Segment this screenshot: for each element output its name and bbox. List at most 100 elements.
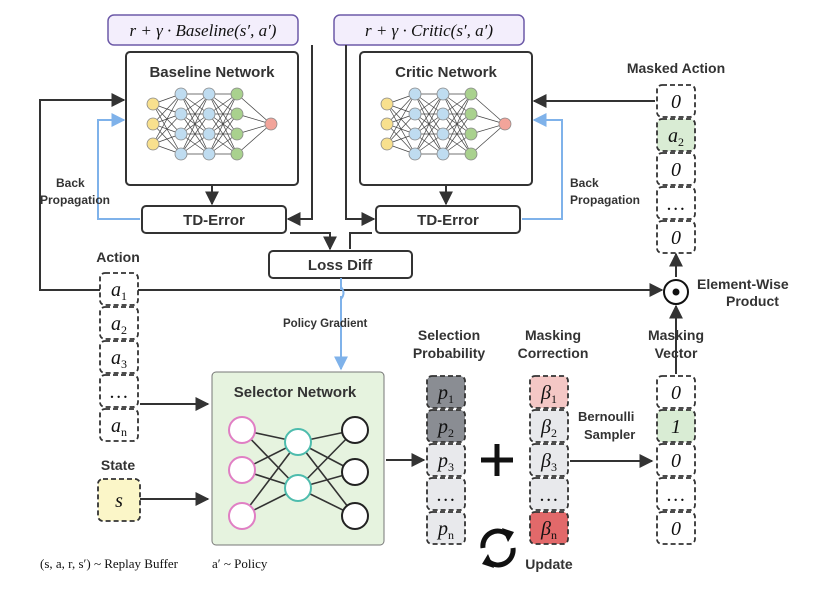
- masking-correction-cell: β3: [529, 443, 569, 477]
- masking-vector-value: …: [667, 484, 685, 506]
- nn-edge: [180, 93, 210, 135]
- td-error-right-box: TD-Error: [375, 205, 521, 234]
- nn-node: [202, 87, 216, 101]
- masking-vector-label-1: Masking: [648, 327, 704, 343]
- action-cell: an: [99, 408, 139, 442]
- masking-correction-value: β2: [540, 416, 557, 440]
- nn-edge: [414, 93, 444, 135]
- selector-node: [228, 502, 256, 530]
- policy-gradient-crossing: [340, 286, 345, 300]
- nn-edge: [236, 93, 272, 125]
- selector-node: [341, 416, 369, 444]
- masked-action-value: 0: [671, 227, 681, 249]
- nn-edge: [470, 93, 506, 125]
- nn-node: [408, 147, 422, 161]
- element-wise-product-label-2: Product: [726, 293, 779, 309]
- masking-correction-cell: …: [529, 477, 569, 511]
- masking-correction-value: β3: [540, 450, 557, 474]
- nn-node: [408, 127, 422, 141]
- masked-action-cell: a2: [656, 118, 696, 152]
- masking-correction-cell: β2: [529, 409, 569, 443]
- replay-buffer-note: (s, a, r, s′) ~ Replay Buffer: [40, 556, 179, 571]
- action-value: a3: [111, 347, 127, 371]
- selector-network-icon: [228, 416, 369, 530]
- nn-node: [436, 87, 450, 101]
- nn-edge: [180, 113, 210, 155]
- nn-node: [464, 87, 478, 101]
- action-cell: a1: [99, 272, 139, 306]
- masking-vector-label-2: Vector: [655, 345, 698, 361]
- masking-vector-value: 0: [671, 382, 681, 404]
- critic-network-icon: [380, 87, 512, 161]
- nn-edge: [442, 113, 472, 155]
- critic-network-title: Critic Network: [395, 64, 497, 81]
- masked-action-cell: 0: [656, 220, 696, 254]
- action-value: an: [111, 415, 127, 439]
- state-cell: s: [97, 478, 141, 522]
- nn-node: [436, 127, 450, 141]
- action-cell: a3: [99, 340, 139, 374]
- selection-probability-cell: pn: [426, 511, 466, 545]
- masking-correction-value: β1: [540, 382, 557, 406]
- masked-action-cell: …: [656, 186, 696, 220]
- nn-node: [230, 147, 244, 161]
- action-value: a1: [111, 279, 127, 303]
- masked-action-cell: 0: [656, 84, 696, 118]
- nn-edge: [386, 93, 416, 125]
- masking-vector-cell: 0: [656, 443, 696, 477]
- nn-node: [146, 97, 160, 111]
- nn-node: [174, 147, 188, 161]
- selection-probability-value: pn: [436, 518, 454, 542]
- nn-node: [380, 97, 394, 111]
- nn-edge: [152, 113, 182, 145]
- bernoulli-sampler-label-1: Bernoulli: [578, 409, 634, 424]
- nn-edge: [386, 113, 416, 145]
- td-error-left-label: TD-Error: [183, 212, 245, 229]
- masking-vector-cell: …: [656, 477, 696, 511]
- selector-edge: [297, 441, 356, 517]
- td-error-right-label: TD-Error: [417, 212, 479, 229]
- nn-edge: [442, 93, 472, 155]
- masking-vector: 010…0: [656, 375, 696, 545]
- selector-node: [284, 428, 312, 456]
- nn-edge: [386, 93, 416, 145]
- nn-node: [174, 87, 188, 101]
- critic-target-to-td-arrow: [345, 45, 376, 226]
- update-refresh-icon: [480, 528, 516, 568]
- action-to-baseline-arrow: [39, 93, 126, 291]
- state-label: State: [101, 457, 135, 473]
- baseline-network-icon: [146, 87, 278, 161]
- bernoulli-sampler-label-2: Sampler: [584, 427, 635, 442]
- backprop-arrows: [97, 113, 563, 369]
- nn-node: [498, 117, 512, 131]
- back-propagation-right-label-2: Propagation: [570, 193, 640, 207]
- nn-node: [264, 117, 278, 131]
- selector-node: [341, 458, 369, 486]
- masking-correction-cell: βn: [529, 511, 569, 545]
- masking-correction-label-1: Masking: [525, 327, 581, 343]
- masking-correction-value: …: [540, 484, 558, 506]
- masking-vector-value: 0: [671, 450, 681, 472]
- baseline-target-text: r + γ · Baseline(s′, a′): [130, 21, 277, 40]
- selection-probability-label-1: Selection: [418, 327, 480, 343]
- nn-node: [202, 107, 216, 121]
- element-wise-product-icon: [663, 279, 689, 305]
- td-right-to-loss-line: [349, 232, 372, 249]
- selection-probability-cell: …: [426, 477, 466, 511]
- nn-node: [146, 117, 160, 131]
- nn-node: [464, 107, 478, 121]
- nn-node: [380, 117, 394, 131]
- selector-node: [228, 416, 256, 444]
- nn-node: [230, 107, 244, 121]
- nn-node: [436, 147, 450, 161]
- critic-target-formula: r + γ · Critic(s′, a′): [333, 14, 525, 46]
- baseline-network-box: Baseline Network: [125, 51, 299, 186]
- nn-node: [146, 137, 160, 151]
- selector-edge: [241, 441, 299, 517]
- loss-diff-label: Loss Diff: [308, 257, 373, 274]
- selection-probability-cell: p2: [426, 409, 466, 443]
- nn-node: [202, 127, 216, 141]
